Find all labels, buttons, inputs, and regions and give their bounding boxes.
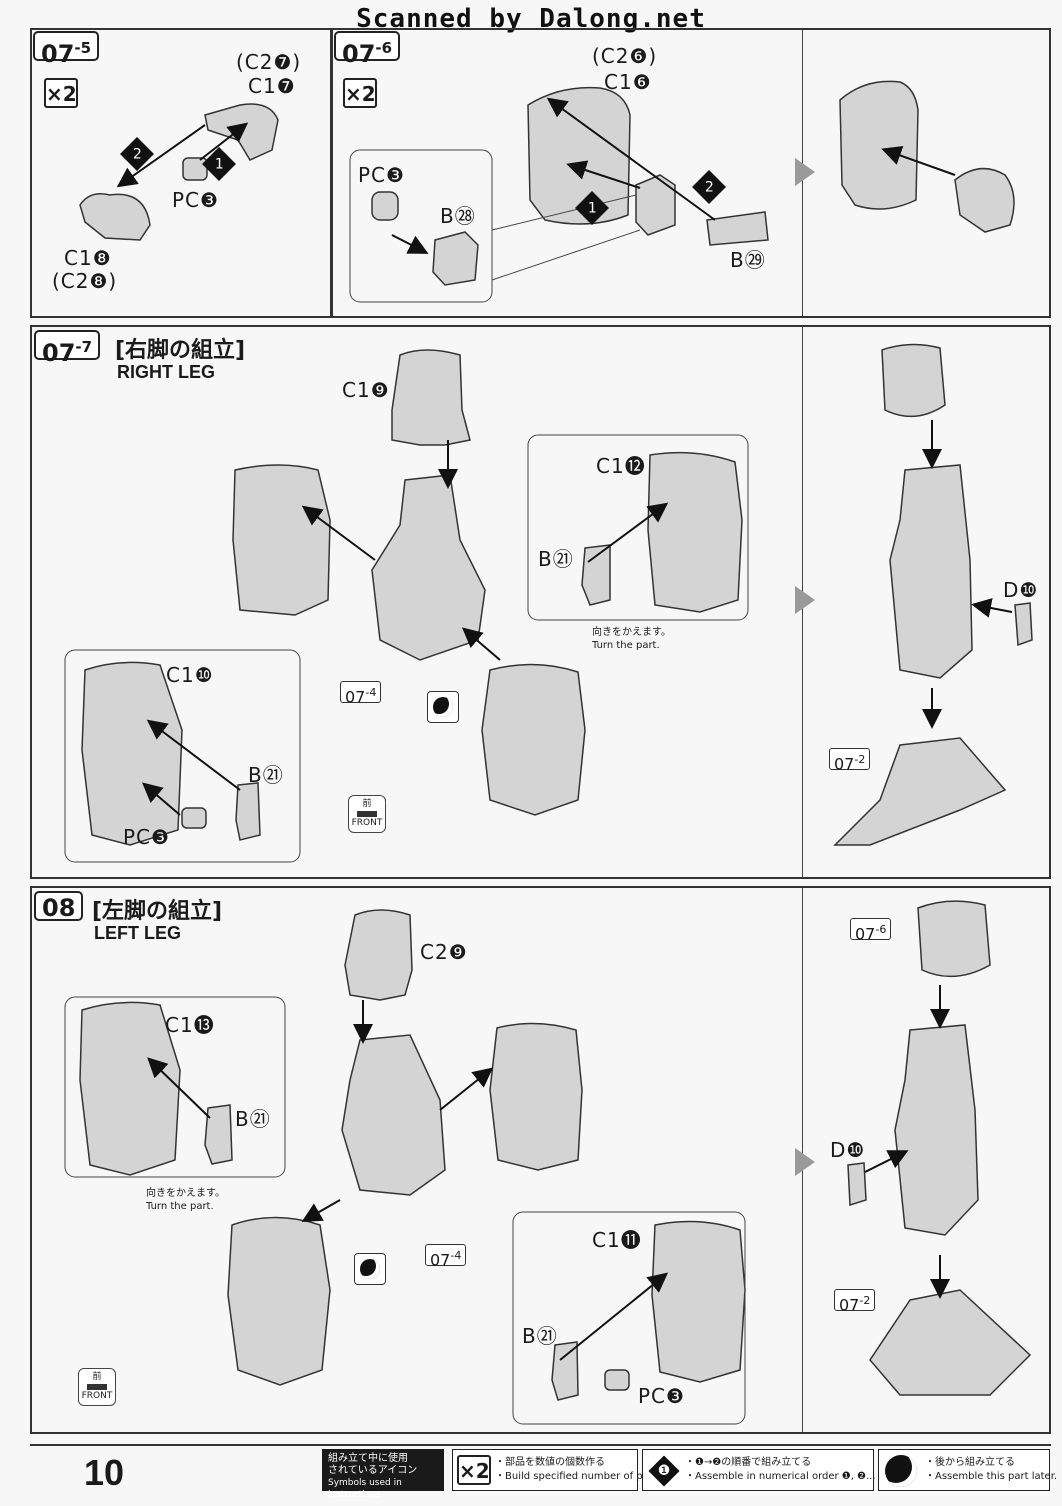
ref-sub-number: -4 (365, 686, 377, 699)
front-label-jp: 前 (362, 799, 372, 809)
next-arrow-icon (795, 158, 815, 186)
part-label-pc3: PC❸ (123, 825, 170, 849)
panel-07-7 (30, 325, 1051, 879)
multiplier-icon: ×2 (457, 1455, 491, 1485)
step-sub-number: -7 (75, 338, 93, 356)
step-badge-07-7: 07-7 (34, 330, 101, 367)
legend-item-later: ● ・後から組み立てる ・Assemble this part later. (878, 1449, 1057, 1491)
legend-item-multiplier: ×2 ・部品を数値の個数作る ・Build specified number o… (452, 1449, 665, 1491)
part-label-b28: B㉘ (440, 204, 476, 228)
part-label-b21: B㉑ (235, 1107, 271, 1131)
ref-sub-number: -2 (859, 1294, 871, 1307)
step-sub-number: -5 (74, 39, 92, 57)
part-label-d10: D❿ (830, 1138, 866, 1162)
step-title-jp: [左脚の組立] (92, 899, 223, 924)
legend-text-en: ・Assemble in numerical order ❶, ❷... (685, 1471, 876, 1482)
step-number: 07 (41, 40, 75, 68)
order-icon-numeral: ❶ (657, 1463, 671, 1479)
step-ref-07-4: 07-4 (425, 1244, 467, 1270)
part-label-b29: B㉙ (730, 248, 766, 272)
part-label-c1-8: C1❽ (64, 246, 112, 270)
part-label-c2-6: (C2❻) (592, 44, 658, 68)
part-label-b21: B㉑ (538, 547, 574, 571)
ref-number: 07 (834, 754, 855, 774)
front-label-en: FRONT (351, 818, 383, 828)
ref-number: 07 (855, 924, 876, 944)
legend-text-jp: ・後から組み立てる (925, 1457, 1015, 1468)
step-badge-07-5: 07-5 (33, 31, 100, 68)
legend-title-jp-line2: されているアイコン (328, 1465, 418, 1476)
ref-number: 07 (839, 1295, 860, 1315)
part-label-c1-11: C1⓫ (592, 1228, 642, 1252)
ref-sub-number: -4 (450, 1249, 462, 1262)
front-label-en: FRONT (81, 1391, 113, 1401)
step-title-en: LEFT LEG (94, 923, 181, 943)
next-arrow-icon (795, 1148, 815, 1176)
part-label-c1-6: C1❻ (604, 70, 652, 94)
legend-title: 組み立て中に使用 されているアイコン Symbols used in instr… (322, 1449, 444, 1500)
ref-sub-number: -6 (875, 923, 887, 936)
next-arrow-icon (795, 586, 815, 614)
step-sub-number: -6 (375, 39, 393, 57)
step-number: 07 (342, 40, 376, 68)
turn-note-jp: 向きをかえます。 (592, 627, 671, 638)
turn-note-en: Turn the part. (592, 640, 660, 651)
part-label-b21: B㉑ (248, 763, 284, 787)
ref-number: 07 (345, 687, 366, 707)
step-title-jp: [右脚の組立] (115, 338, 246, 363)
page-number: 10 (84, 1452, 125, 1493)
panel-08 (30, 886, 1051, 1434)
part-label-b21: B㉑ (522, 1324, 558, 1348)
part-label-pc3: PC❸ (358, 163, 405, 187)
step-badge-07-6: 07-6 (334, 31, 401, 68)
part-label-c1-10: C1❿ (166, 663, 214, 687)
legend-text-en: ・Build specified number of parts. (495, 1471, 666, 1482)
legend-text-en: ・Assemble this part later. (925, 1471, 1058, 1482)
step-ref-07-6: 07-6 (850, 918, 892, 944)
multiplier-badge: ×2 (343, 78, 377, 108)
panel-07-6 (331, 28, 1051, 318)
legend-item-order: ❶ ・❶→❷の順番で組み立てる ・Assemble in numerical o… (642, 1449, 876, 1491)
assemble-later-icon (354, 1253, 386, 1285)
front-label-jp: 前 (92, 1372, 102, 1382)
assemble-later-icon (885, 1455, 917, 1487)
ref-sub-number: -2 (854, 753, 866, 766)
legend-text-jp: ・❶→❷の順番で組み立てる (685, 1457, 812, 1468)
front-direction-icon: 前 FRONT (348, 795, 386, 833)
step-badge-08: 08 (34, 891, 84, 922)
step-number: 07 (42, 339, 76, 367)
part-label-c1-7: C1❼ (248, 74, 296, 98)
part-label-c2-9: C2❾ (420, 940, 468, 964)
step-ref-07-2: 07-2 (834, 1289, 876, 1315)
step-ref-07-2: 07-2 (829, 748, 871, 774)
legend-title-jp-line1: 組み立て中に使用 (328, 1453, 408, 1464)
step-number: 08 (42, 894, 76, 922)
turn-note-en: Turn the part. (146, 1201, 214, 1212)
part-label-c1-13: C1⓭ (165, 1013, 215, 1037)
part-label-pc3: PC❸ (638, 1384, 685, 1408)
footer-rule (30, 1444, 1051, 1446)
part-label-c2-7: (C2❼) (236, 50, 302, 74)
part-label-c1-9: C1❾ (342, 378, 390, 402)
legend-text-jp: ・部品を数値の個数作る (495, 1457, 605, 1468)
part-label-c1-12: C1⓬ (596, 454, 646, 478)
step-title-en: RIGHT LEG (117, 362, 215, 382)
part-label-c2-8: (C2❽) (52, 269, 118, 293)
ref-number: 07 (430, 1250, 451, 1270)
turn-note-jp: 向きをかえます。 (146, 1188, 225, 1199)
front-direction-icon: 前 FRONT (78, 1368, 116, 1406)
assemble-later-icon (427, 691, 459, 723)
part-label-d10: D❿ (1003, 578, 1039, 602)
legend-title-en: Symbols used in instructions (328, 1478, 402, 1500)
multiplier-badge: ×2 (44, 78, 78, 108)
part-label-pc3: PC❸ (172, 188, 219, 212)
step-ref-07-4: 07-4 (340, 681, 382, 707)
